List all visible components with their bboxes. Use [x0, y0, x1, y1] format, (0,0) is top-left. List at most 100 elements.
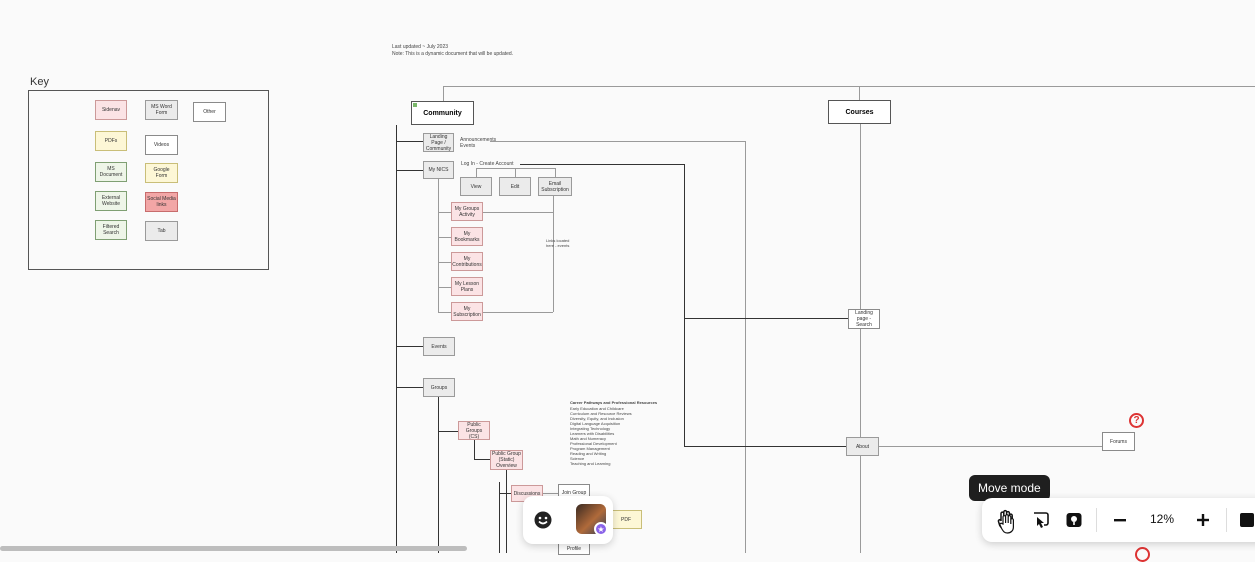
key-external-website[interactable]: External Website — [95, 191, 127, 211]
courses-node[interactable]: Courses — [828, 100, 891, 124]
public-groups-node[interactable]: Public Groups (CS) — [458, 421, 490, 440]
connector — [879, 446, 1102, 447]
connector — [520, 164, 685, 165]
connector — [490, 141, 745, 142]
public-group-overview-node[interactable]: Public Group (Static) Overview — [490, 450, 523, 470]
my-bookmarks-node[interactable]: My Bookmarks — [451, 227, 483, 246]
landing-page-search-node[interactable]: Landing page - Search — [848, 309, 880, 329]
my-groups-activity-node[interactable]: My Groups Activity — [451, 202, 483, 221]
connector — [543, 493, 558, 494]
map-view-button[interactable] — [1061, 507, 1087, 533]
connector — [396, 141, 423, 142]
connector — [474, 459, 490, 460]
connector — [396, 387, 423, 388]
pointer-hand-icon — [1034, 512, 1049, 528]
connector — [745, 141, 746, 553]
key-ms-document[interactable]: MS Document — [95, 162, 127, 182]
key-pdfs[interactable]: PDFs — [95, 131, 127, 151]
connector — [684, 318, 848, 319]
minus-icon — [1114, 519, 1126, 522]
emoji-reaction-button[interactable] — [530, 507, 556, 533]
minimap-toggle-icon[interactable] — [1240, 513, 1254, 527]
connector — [859, 86, 860, 102]
connector — [438, 312, 451, 313]
connector — [438, 212, 451, 213]
connector — [684, 164, 685, 446]
key-sidenav[interactable]: Sidenav — [95, 100, 127, 120]
hand-cursor-icon — [998, 514, 1016, 541]
connector — [515, 168, 516, 177]
connector — [443, 86, 1255, 87]
connector — [474, 440, 475, 459]
connector — [396, 346, 423, 347]
question-icon[interactable] — [1135, 547, 1150, 562]
question-icon[interactable]: ? — [1129, 413, 1144, 428]
star-badge-icon: ★ — [594, 522, 608, 536]
courses-spine — [860, 124, 861, 553]
community-node[interactable]: Community — [411, 101, 474, 125]
my-nics-node[interactable]: My NICS — [423, 161, 454, 179]
connector — [499, 482, 500, 553]
log-in-label: Log In - Create Account — [461, 161, 514, 167]
status-dot — [413, 103, 417, 107]
edit-node[interactable]: Edit — [499, 177, 531, 196]
events-node[interactable]: Events — [423, 337, 455, 356]
last-updated-note: Last updated ~ July 2023 — [392, 44, 449, 50]
plus-icon — [1197, 514, 1209, 526]
connector — [499, 493, 511, 494]
connector — [438, 179, 439, 313]
email-subscription-node[interactable]: Email Subscription — [538, 177, 572, 196]
connector — [438, 262, 451, 263]
canvas-toolbar: 12% — [982, 498, 1255, 542]
my-subscription-node[interactable]: My Subscription — [451, 302, 483, 321]
connector — [443, 86, 444, 102]
toolbar-divider — [1096, 508, 1097, 532]
list-title: Career Pathways and Professional Resourc… — [570, 400, 658, 405]
smiley-icon — [534, 511, 552, 529]
connector — [438, 287, 451, 288]
horizontal-scrollbar[interactable] — [0, 546, 467, 551]
dynamic-document-note: Note: This is a dynamic document that wi… — [392, 51, 514, 57]
landing-page-community-node[interactable]: Landing Page / Community — [423, 133, 454, 152]
key-tab[interactable]: Tab — [145, 221, 178, 241]
map-pin-icon — [1066, 513, 1082, 527]
connector — [555, 168, 556, 177]
pdf-node[interactable]: PDF — [610, 510, 642, 529]
connector — [396, 170, 423, 171]
key-filtered-search[interactable]: Filtered Search — [95, 220, 127, 240]
side-note: Links located here - events — [546, 238, 570, 248]
zoom-out-button[interactable] — [1107, 507, 1133, 533]
topic-list: Early Education and Childcare Curriculum… — [570, 406, 632, 466]
connector — [438, 397, 439, 553]
key-ms-word-form[interactable]: MS Word Form — [145, 100, 178, 120]
my-lesson-plans-node[interactable]: My Lesson Plans — [451, 277, 483, 296]
key-other[interactable]: Other — [193, 102, 226, 122]
key-social-media-links[interactable]: Social Media links — [145, 192, 178, 212]
select-mode-button[interactable] — [1027, 507, 1053, 533]
connector — [438, 431, 458, 432]
key-google-form[interactable]: Google Form — [145, 163, 178, 183]
connector — [476, 168, 556, 169]
collaboration-toolbar: ★ — [523, 496, 613, 544]
zoom-level[interactable]: 12% — [1149, 512, 1175, 526]
connector — [483, 312, 553, 313]
toolbar-divider — [1226, 508, 1227, 532]
key-frame[interactable]: Sidenav MS Word Form Other PDFs Videos M… — [28, 90, 269, 270]
connector — [483, 212, 553, 213]
zoom-in-button[interactable] — [1190, 507, 1216, 533]
view-node[interactable]: View — [460, 177, 492, 196]
connector — [506, 470, 507, 553]
connector — [476, 168, 477, 177]
key-videos[interactable]: Videos — [145, 135, 178, 155]
spine-line — [396, 125, 397, 553]
about-node[interactable]: About — [846, 437, 879, 456]
announcements-label: Announcements Events — [460, 137, 497, 150]
forums-node[interactable]: Forums — [1102, 432, 1135, 451]
connector — [553, 196, 554, 312]
my-contributions-node[interactable]: My Contributions — [451, 252, 483, 271]
key-title: Key — [30, 76, 49, 88]
connector — [684, 446, 848, 447]
connector — [438, 237, 451, 238]
groups-node[interactable]: Groups — [423, 378, 455, 397]
